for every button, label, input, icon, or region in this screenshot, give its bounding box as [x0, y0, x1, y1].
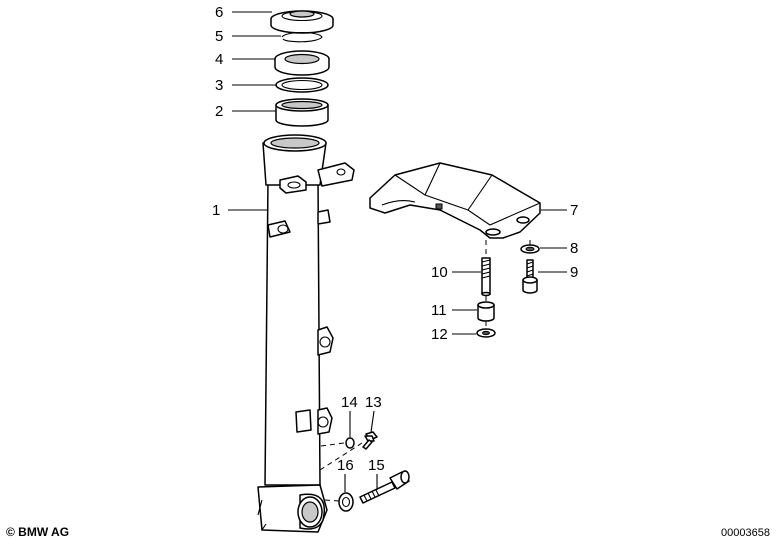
part-13-screw	[362, 431, 378, 450]
callout-labels: 6 5 4 3 2 1 7 8 9 10 11 12 14 13 16 15	[212, 4, 578, 474]
part-7-fork-brace	[369, 162, 541, 239]
part-10-stud	[481, 257, 491, 297]
callout-15: 15	[368, 457, 385, 474]
part-4-bearing	[274, 50, 330, 76]
part-16-washer	[338, 492, 354, 512]
part-1-fork-slider	[257, 134, 355, 533]
part-12-washer	[476, 328, 496, 338]
callout-1: 1	[212, 202, 220, 219]
callout-3: 3	[215, 77, 223, 94]
callout-12: 12	[431, 326, 448, 343]
part-2-bushing	[275, 98, 329, 127]
callout-5: 5	[215, 28, 223, 45]
part-8-washer	[520, 244, 540, 254]
part-3-ring	[275, 77, 329, 93]
part-5-circlip	[281, 31, 323, 43]
document-number: 00003658	[721, 527, 770, 539]
callout-6: 6	[215, 4, 223, 21]
callout-2: 2	[215, 103, 223, 120]
callout-7: 7	[570, 202, 578, 219]
callout-9: 9	[570, 264, 578, 281]
callout-13: 13	[365, 394, 382, 411]
leader-lines	[228, 11, 567, 492]
part-14-o-ring	[345, 437, 355, 449]
callout-14: 14	[341, 394, 358, 411]
callout-10: 10	[431, 264, 448, 281]
part-15-axle-bolt	[359, 470, 410, 504]
callout-16: 16	[337, 457, 354, 474]
part-6-bearing-cap	[270, 10, 334, 34]
callout-4: 4	[215, 51, 223, 68]
part-11-spacer	[477, 301, 495, 322]
copyright-text: © BMW AG	[6, 525, 70, 539]
callout-8: 8	[570, 240, 578, 257]
callout-11: 11	[431, 302, 447, 319]
part-9-cap-screw	[522, 259, 538, 294]
assembly-lines	[319, 240, 531, 502]
